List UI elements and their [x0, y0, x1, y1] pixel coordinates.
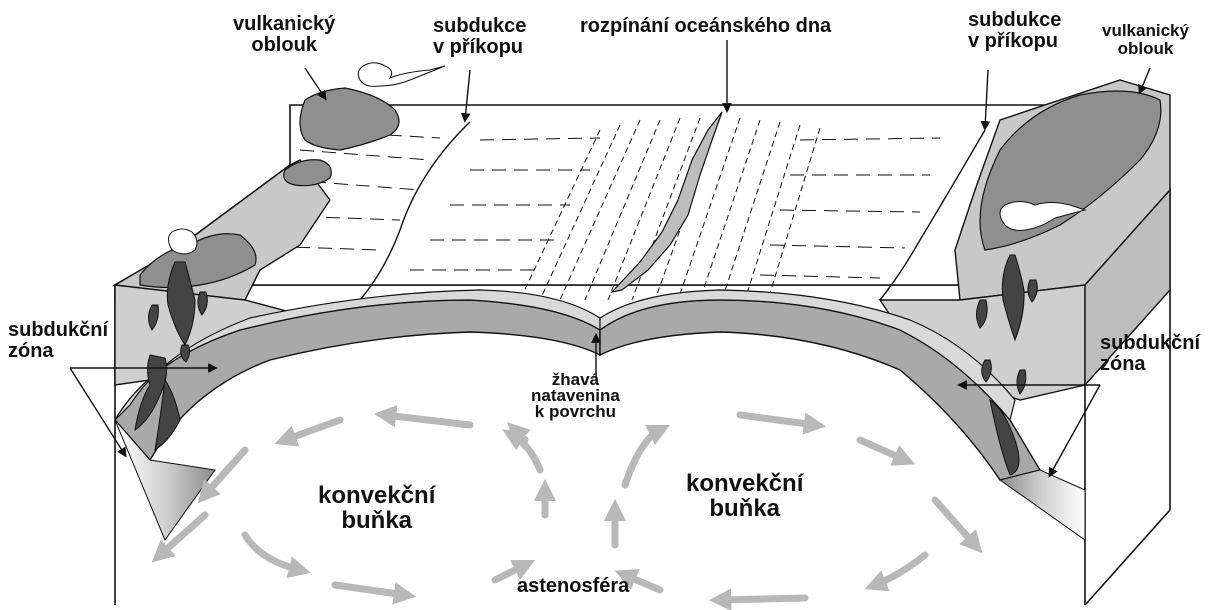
label-trench-right: subdukce v příkopu	[968, 10, 1061, 52]
label-convection-left-line1: konvekční	[318, 483, 435, 508]
left-volcano-plume-front	[169, 229, 197, 254]
label-subduction-zone-right-line1: subdukční	[1100, 333, 1200, 354]
conv-arrow-r7	[625, 575, 660, 590]
label-volcanic-arc-left-line2: oblouk	[233, 35, 335, 56]
label-trench-left-line1: subdukce	[433, 16, 526, 37]
label-subduction-zone-left-line2: zóna	[8, 341, 108, 362]
conv-arrow-r2	[740, 415, 815, 425]
label-volcanic-arc-left-line1: vulkanický	[233, 14, 335, 35]
arrow-volcanic-arc-left	[305, 68, 325, 98]
conv-arrow-r1	[625, 430, 660, 485]
label-convection-right-line2: buňka	[686, 496, 803, 521]
label-trench-right-line2: v příkopu	[968, 31, 1061, 52]
label-subduction-zone-left-line1: subdukční	[8, 320, 108, 341]
conv-arrow-r3	[860, 440, 905, 460]
label-volcanic-arc-right: vulkanický oblouk	[1102, 22, 1189, 58]
subducting-slab-right	[1000, 470, 1085, 540]
label-volcanic-arc-right-line1: vulkanický	[1102, 22, 1189, 40]
label-magma-line3: k povrchu	[531, 404, 620, 420]
label-volcanic-arc-right-line2: oblouk	[1102, 40, 1189, 58]
label-trench-left-line2: v příkopu	[433, 37, 526, 58]
label-trench-left: subdukce v příkopu	[433, 16, 526, 58]
label-subduction-zone-right-line2: zóna	[1100, 354, 1200, 375]
conv-arrow-l1	[385, 415, 470, 425]
label-subduction-zone-right: subdukční zóna	[1100, 333, 1200, 375]
label-magma: žhavá natavenina k povrchu	[531, 372, 620, 420]
label-convection-left: konvekční buňka	[318, 483, 435, 533]
left-volcano-plume-top	[358, 63, 445, 87]
label-convection-left-line2: buňka	[318, 508, 435, 533]
label-trench-right-line1: subdukce	[968, 10, 1061, 31]
conv-arrow-r6	[720, 598, 805, 600]
label-subduction-zone-left: subdukční zóna	[8, 320, 108, 362]
conv-arrow-r5	[875, 555, 925, 585]
label-convection-right-line1: konvekční	[686, 471, 803, 496]
conv-arrow-r4	[935, 500, 975, 545]
label-asthenosphere: astenosféra	[517, 576, 629, 597]
conv-arrow-l6	[335, 585, 405, 595]
label-ridge: rozpínání oceánského dna	[580, 16, 831, 37]
label-convection-right: konvekční buňka	[686, 471, 803, 521]
arrow-subduction-right-b	[1050, 385, 1100, 475]
conv-arrow-l5	[245, 535, 300, 570]
label-volcanic-arc-left: vulkanický oblouk	[233, 14, 335, 56]
conv-arrow-l2	[285, 420, 340, 440]
